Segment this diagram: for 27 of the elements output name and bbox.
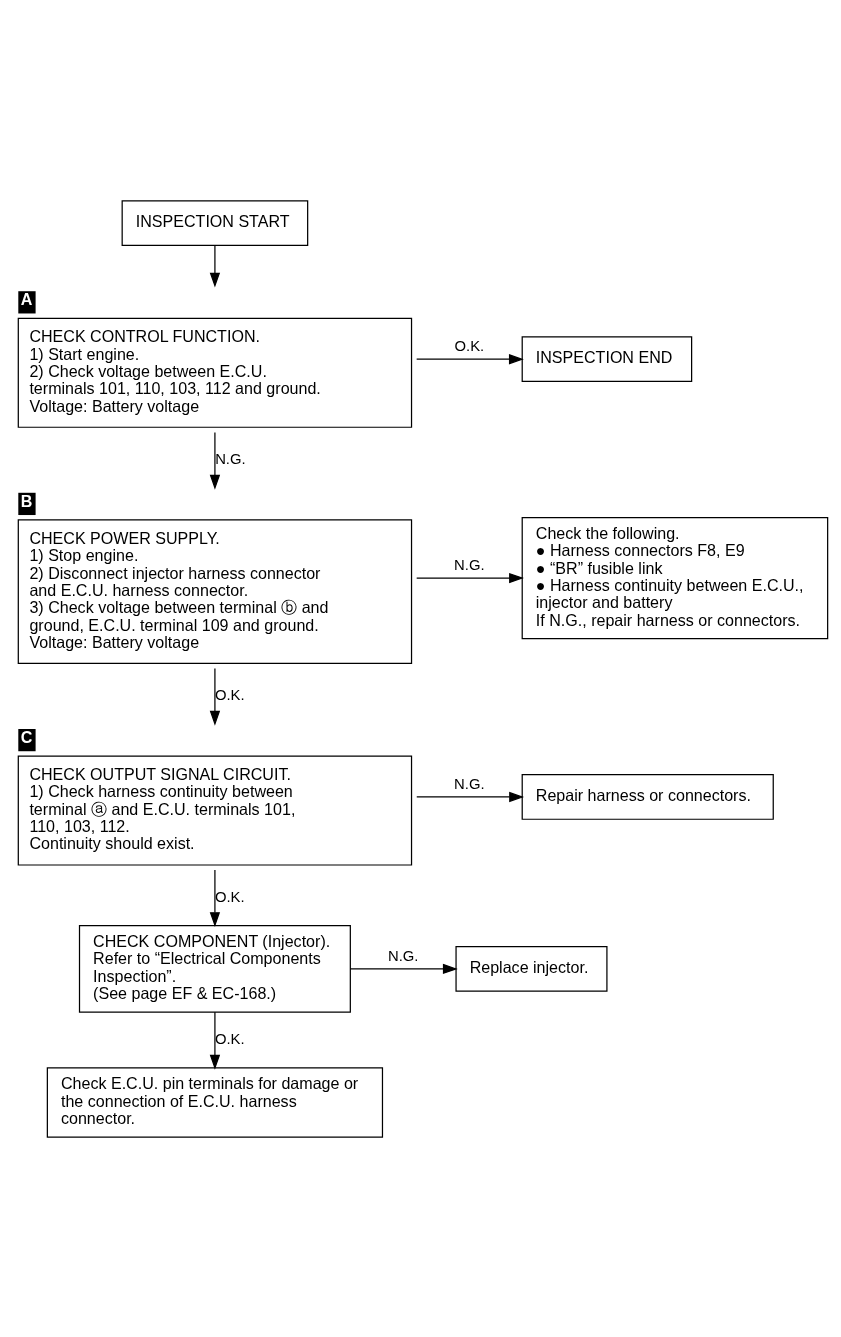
arrow bbox=[416, 572, 524, 583]
node-label: A bbox=[20, 289, 33, 308]
node-label: C bbox=[20, 727, 33, 746]
edge-label: N.G. bbox=[387, 947, 419, 964]
node-box: Repair harness or connectors. bbox=[521, 773, 774, 820]
arrow bbox=[209, 1011, 221, 1070]
node-box: CHECK COMPONENT (Injector). Refer to “Electrical Components Inspection”. (See page EF & EC-168.) bbox=[78, 924, 351, 1013]
arrow bbox=[349, 963, 458, 974]
node-box: Replace injector. bbox=[455, 945, 608, 992]
arrow bbox=[416, 353, 524, 364]
edge-label: N.G. bbox=[454, 775, 485, 792]
node-box: INSPECTION END bbox=[521, 335, 693, 382]
edge-label: O.K. bbox=[214, 686, 245, 703]
edge-label: N.G. bbox=[454, 556, 485, 573]
node-label: B bbox=[20, 491, 33, 510]
edge-label: O.K. bbox=[214, 1030, 245, 1047]
arrow bbox=[416, 791, 525, 802]
node-box: Check the following. ● Harness connectors F8, E9 ● “BR” fusible link ● Harness continuity between E.C.U., injector and battery If N.G., repair harness or connectors. bbox=[521, 516, 829, 639]
arrow bbox=[209, 244, 221, 288]
edge-label: O.K. bbox=[214, 888, 245, 905]
node-box: INSPECTION START bbox=[121, 199, 309, 246]
node-box: Check E.C.U. pin terminals for damage or the connection of E.C.U. harness connector. bbox=[46, 1066, 384, 1138]
arrow bbox=[209, 431, 221, 490]
edge-label: N.G. bbox=[215, 450, 246, 467]
arrow bbox=[209, 868, 221, 927]
edge-label: O.K. bbox=[454, 337, 485, 354]
arrow bbox=[209, 667, 221, 726]
